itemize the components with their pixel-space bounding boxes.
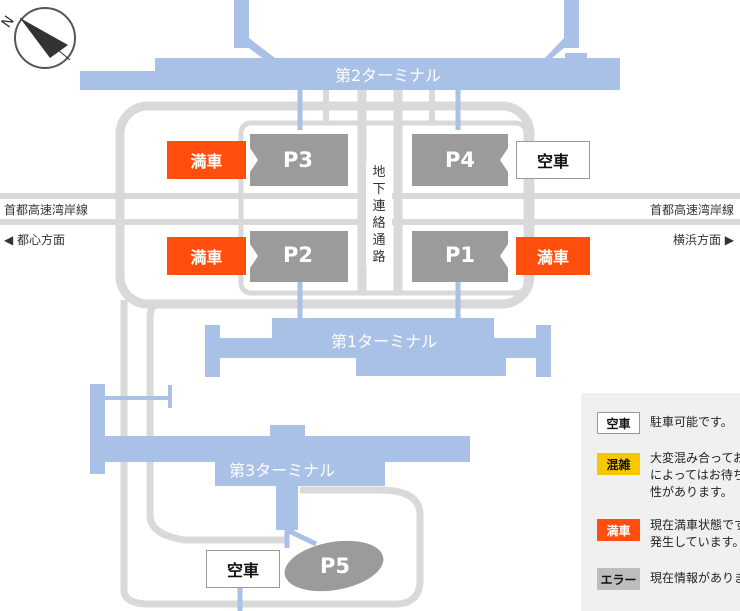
legend-row-busy: 混雑 大変混み合ってお によってはお待ち 性があります。: [597, 450, 740, 501]
terminal-3-label: 第3ターミナル: [229, 461, 336, 480]
lot-p4-label: P4: [444, 148, 475, 172]
lot-p4-shape[interactable]: [412, 134, 508, 186]
lot-p2-shape[interactable]: [250, 231, 348, 282]
p5-status-badge[interactable]: 空車: [206, 550, 280, 588]
legend-badge-busy: 混雑: [597, 453, 640, 475]
lot-p3-shape[interactable]: [250, 134, 348, 186]
legend-row-full: 満車 現在満車状態です 発生しています。: [597, 517, 740, 551]
parking-lots: [250, 134, 508, 599]
terminal-buildings: [80, 0, 620, 611]
legend-text-error: 現在情報がありま: [650, 571, 740, 585]
lot-p1-shape[interactable]: [412, 231, 508, 282]
legend-row-empty: 空車 駐車可能です。: [597, 412, 733, 434]
legend-badge-empty: 空車: [597, 412, 640, 434]
legend-text-busy: 大変混み合ってお によってはお待ち 性があります。: [650, 451, 740, 499]
legend-badge-error: エラー: [597, 568, 640, 590]
lot-p3-label: P3: [282, 148, 313, 172]
direction-tokyo-label: ◀ 都心方面: [4, 233, 66, 247]
lot-p5-shape[interactable]: [281, 534, 388, 599]
terminal-2-label: 第2ターミナル: [335, 66, 442, 85]
lot-p5-label: P5: [319, 554, 350, 578]
lot-p2-label: P2: [282, 243, 313, 267]
underground-passage-label: 地 下 連 絡 通 路: [366, 164, 392, 266]
direction-yokohama-label: 横浜方面 ▶: [672, 233, 734, 247]
lot-p1-label: P1: [444, 243, 475, 267]
status-legend: 空車 駐車可能です。 混雑 大変混み合ってお によってはお待ち 性があります。 …: [581, 393, 740, 611]
legend-row-error: エラー 現在情報がありま: [597, 568, 740, 590]
legend-text-empty: 駐車可能です。: [650, 415, 733, 429]
legend-badge-full: 満車: [597, 519, 640, 541]
expressway-label-right: 首都高速湾岸線: [649, 203, 734, 217]
compass: [14, 7, 76, 69]
terminal-1-label: 第1ターミナル: [331, 332, 438, 351]
p3-status-badge[interactable]: 満車: [167, 141, 246, 179]
p2-status-badge[interactable]: 満車: [167, 237, 246, 275]
p4-status-badge[interactable]: 空車: [516, 141, 590, 179]
expressway-label-left: 首都高速湾岸線: [4, 203, 89, 217]
legend-text-full: 現在満車状態です 発生しています。: [650, 518, 740, 549]
p1-status-badge[interactable]: 満車: [516, 237, 590, 275]
